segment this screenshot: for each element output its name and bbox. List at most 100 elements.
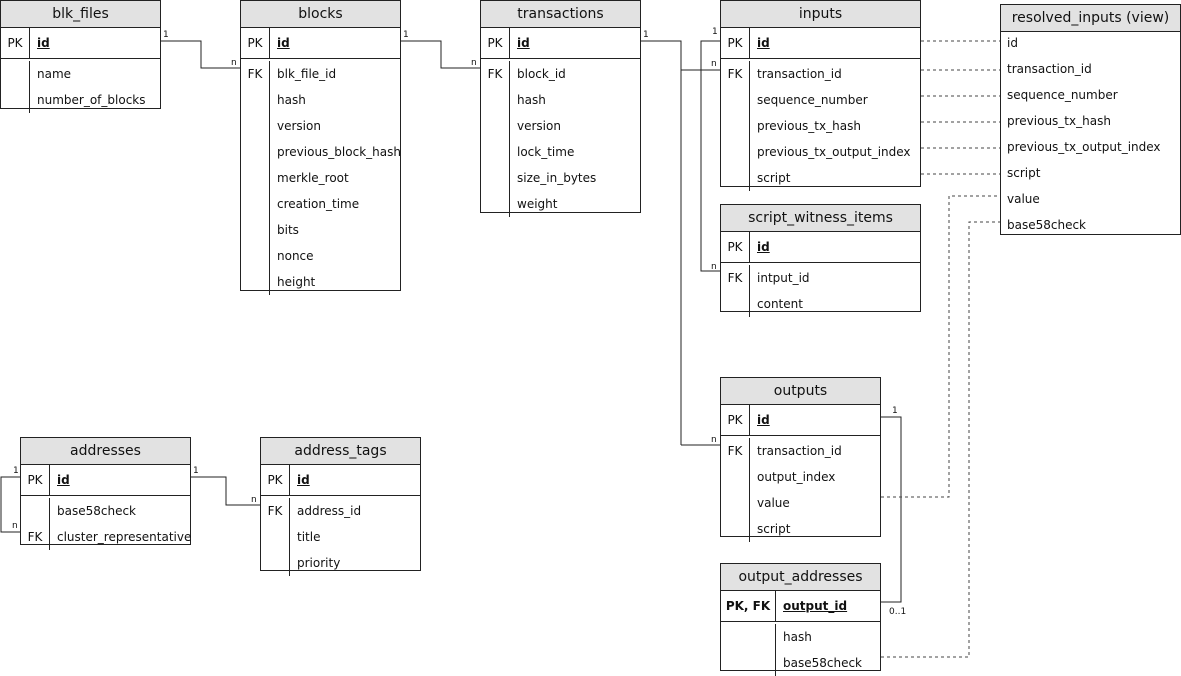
field-name: cluster_representative xyxy=(57,530,192,544)
key-marker: FK xyxy=(481,61,510,87)
key-marker xyxy=(261,550,290,576)
field-row: script xyxy=(721,165,920,191)
key-marker xyxy=(481,191,510,217)
field-name: address_id xyxy=(297,504,362,518)
key-marker xyxy=(481,139,510,165)
primary-key-row: PK id xyxy=(721,28,920,59)
entity-transactions: transactions PK id FK block_id hash versi… xyxy=(480,0,641,217)
field-row: size_in_bytes xyxy=(481,165,640,191)
field-row: hash xyxy=(721,624,880,650)
field-row: nonce xyxy=(241,243,400,269)
field-name: value xyxy=(757,496,790,510)
key-marker: FK xyxy=(721,265,750,291)
field-row: version xyxy=(241,113,400,139)
field-name: transaction_id xyxy=(757,67,842,81)
field-name: previous_tx_output_index xyxy=(757,145,911,159)
field-name: id xyxy=(277,36,290,50)
key-marker xyxy=(241,243,270,269)
entity-title: output_addresses xyxy=(721,564,880,591)
field-row: FK block_id xyxy=(481,61,640,87)
field-row: previous_block_hash xyxy=(241,139,401,165)
key-marker xyxy=(721,113,750,139)
cardinality-label: 1 xyxy=(163,30,169,40)
field-name: height xyxy=(277,275,316,289)
field-name: id xyxy=(757,413,770,427)
field-name: hash xyxy=(517,93,546,107)
view-resolved-inputs: resolved_inputs (view) id transaction_id… xyxy=(1000,4,1181,235)
primary-key-row: PK id xyxy=(1,28,160,59)
field-row: creation_time xyxy=(241,191,400,217)
entity-title: transactions xyxy=(481,1,640,28)
key-marker xyxy=(21,498,50,524)
view-title: resolved_inputs (view) xyxy=(1001,5,1180,32)
cardinality-label: 1 xyxy=(193,466,199,476)
key-marker xyxy=(721,650,776,676)
key-marker xyxy=(241,165,270,191)
field-name: number_of_blocks xyxy=(37,93,146,107)
key-marker xyxy=(721,87,750,113)
field-name: output_index xyxy=(757,470,836,484)
field-name: bits xyxy=(277,223,299,237)
view-field: base58check xyxy=(1007,218,1087,232)
field-name: base58check xyxy=(57,504,137,518)
view-field: id xyxy=(1007,36,1018,50)
cardinality-label: n xyxy=(471,58,477,68)
primary-key-row: PK id xyxy=(481,28,640,59)
entity-output-addresses: output_addresses PK, FK output_id hash b… xyxy=(720,563,881,676)
relation-blk-files-blocks xyxy=(161,40,240,69)
field-row: sequence_number xyxy=(721,87,920,113)
key-marker xyxy=(241,191,270,217)
key-marker: PK, FK xyxy=(721,591,776,621)
field-name: id xyxy=(757,240,770,254)
cardinality-label: n xyxy=(711,59,717,69)
key-marker: PK xyxy=(721,405,750,435)
field-row: name xyxy=(1,61,160,87)
key-marker xyxy=(241,113,270,139)
entity-title: address_tags xyxy=(261,438,420,465)
key-marker xyxy=(481,165,510,191)
key-marker xyxy=(721,490,750,516)
view-field: transaction_id xyxy=(1007,62,1092,76)
key-marker: FK xyxy=(21,524,50,550)
entity-blk-files: blk_files PK id name number_of_blocks xyxy=(0,0,161,113)
relation-inputs-script-witness-items xyxy=(700,40,720,272)
field-name: block_id xyxy=(517,67,566,81)
key-marker: PK xyxy=(21,465,50,495)
view-field: previous_tx_output_index xyxy=(1007,140,1161,154)
entity-title: blocks xyxy=(241,1,400,28)
cardinality-label: n xyxy=(231,58,237,68)
field-name: script xyxy=(757,522,791,536)
field-name: base58check xyxy=(783,656,863,670)
key-marker xyxy=(721,464,750,490)
field-name: sequence_number xyxy=(757,93,868,107)
field-row: number_of_blocks xyxy=(1,87,160,113)
cardinality-label: n xyxy=(251,495,257,505)
cardinality-label: n xyxy=(12,521,18,531)
field-name: previous_block_hash xyxy=(277,145,401,159)
field-name: id xyxy=(297,473,310,487)
cardinality-label: 1 xyxy=(643,30,649,40)
field-name: name xyxy=(37,67,72,81)
relation-outputs-output-addresses xyxy=(881,416,902,603)
key-marker xyxy=(481,113,510,139)
key-marker: PK xyxy=(241,28,270,58)
field-name: content xyxy=(757,297,803,311)
entity-title: blk_files xyxy=(1,1,160,28)
entity-title: outputs xyxy=(721,378,880,405)
field-name: priority xyxy=(297,556,341,570)
field-name: weight xyxy=(517,197,558,211)
key-marker: PK xyxy=(1,28,30,58)
key-marker xyxy=(261,524,290,550)
primary-key-row: PK id xyxy=(241,28,400,59)
field-name: id xyxy=(57,473,70,487)
entity-title: script_witness_items xyxy=(721,205,920,232)
field-name: nonce xyxy=(277,249,314,263)
cardinality-label: 1 xyxy=(892,406,898,416)
field-name: version xyxy=(517,119,561,133)
